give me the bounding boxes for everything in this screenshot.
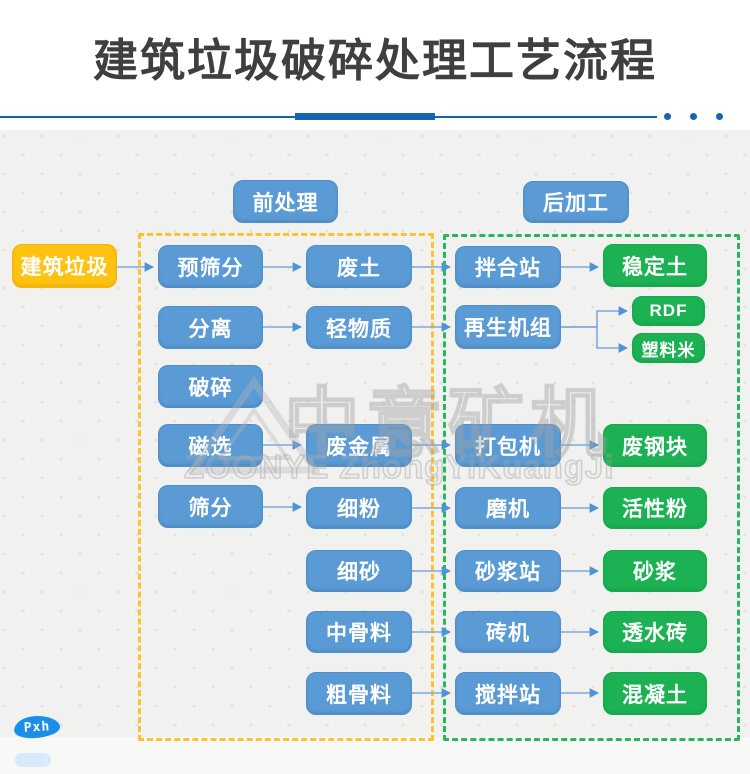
node-crushing: 破碎	[158, 365, 263, 408]
node-concrete: 混凝土	[603, 672, 707, 715]
divider-dot	[716, 113, 723, 120]
node-mortar-plant: 砂浆站	[455, 550, 561, 592]
node-fine-sand: 细砂	[306, 550, 412, 592]
node-medium-aggregate: 中骨料	[306, 611, 412, 653]
node-pre-treatment: 前处理	[233, 180, 338, 223]
node-plastic-pellets: 塑料米	[632, 333, 705, 363]
node-permeable-brick: 透水砖	[603, 611, 707, 653]
node-brick-machine: 砖机	[455, 611, 561, 653]
node-scrap-metal: 废金属	[306, 424, 412, 467]
group-pre-treatment-area	[138, 233, 434, 741]
node-fine-powder: 细粉	[306, 487, 412, 529]
page-footer	[0, 737, 750, 774]
divider-dot	[664, 113, 671, 120]
node-coarse-aggregate: 粗骨料	[306, 672, 412, 715]
node-scrap-steel-block: 废钢块	[603, 424, 707, 467]
node-batching-plant: 搅拌站	[455, 672, 561, 715]
node-mixing-plant: 拌合站	[455, 246, 561, 288]
node-construction-waste: 建筑垃圾	[12, 244, 117, 288]
node-mortar: 砂浆	[603, 550, 707, 592]
node-stabilized-soil: 稳定土	[603, 244, 707, 287]
node-magnetic-separation: 磁选	[158, 424, 263, 467]
node-screening: 筛分	[158, 485, 263, 528]
node-pre-screening: 预筛分	[158, 245, 263, 288]
node-post-processing: 后加工	[523, 181, 629, 223]
divider-dot	[690, 113, 697, 120]
divider-thick-segment	[295, 113, 435, 120]
flowchart-canvas: 前处理 后加工建筑垃圾预筛分废土 拌合站稳定土分离轻物质再生机组 RDF 塑料米破碎磁选…	[0, 130, 750, 741]
node-separation: 分离	[158, 306, 263, 349]
node-rdf: RDF	[632, 296, 705, 326]
node-grinding-mill: 磨机	[455, 487, 561, 529]
page-header: 建筑垃圾破碎处理工艺流程	[0, 0, 750, 130]
page-title: 建筑垃圾破碎处理工艺流程	[92, 35, 657, 86]
node-active-powder: 活性粉	[603, 487, 707, 529]
node-baler: 打包机	[455, 424, 561, 467]
node-regeneration-unit: 再生机组	[455, 305, 561, 349]
node-light-material: 轻物质	[306, 306, 412, 349]
group-post-processing-area	[443, 234, 740, 741]
footer-pill	[15, 753, 51, 767]
node-waste-soil: 废土	[306, 245, 412, 288]
